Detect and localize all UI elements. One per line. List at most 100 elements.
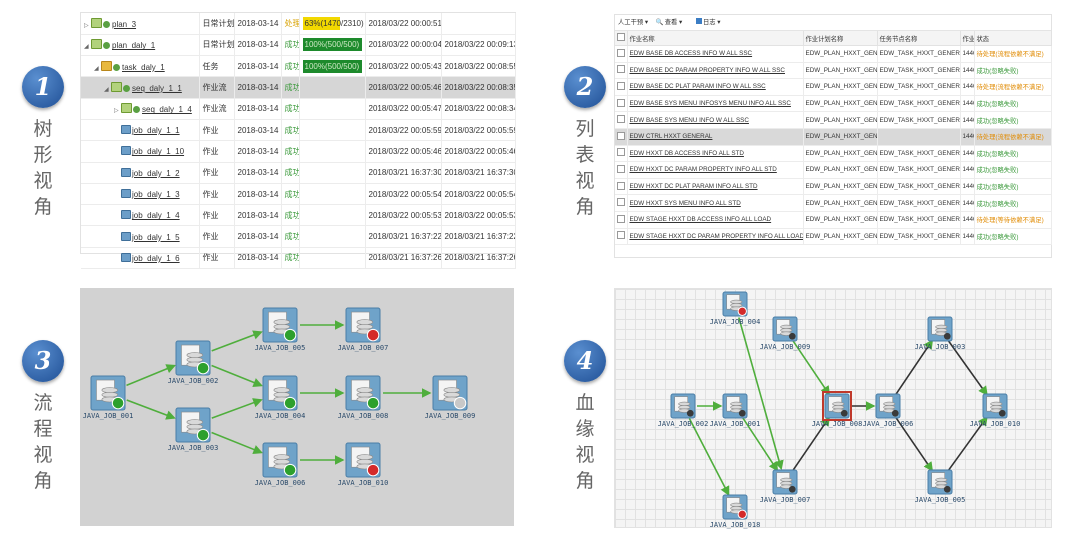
- list-row[interactable]: EDW BASE DC PARAM PROPERTY INFO W ALL SS…: [615, 62, 1052, 80]
- tree-row[interactable]: ▷plan_3日常计划2018-03-14处理中63%(1470/2310)20…: [81, 13, 516, 35]
- log-menu[interactable]: 日志 ▾: [695, 18, 727, 26]
- job-node[interactable]: JAVA_JOB_008: [812, 391, 862, 428]
- job-node[interactable]: JAVA_JOB_003: [915, 316, 965, 351]
- tree-name-cell[interactable]: job_daly_1_2: [81, 162, 200, 184]
- job-name-cell[interactable]: EDW HXXT DC PARAM PROPERTY INFO ALL STD: [627, 161, 804, 179]
- row-checkbox[interactable]: [617, 148, 625, 157]
- tree-node-link[interactable]: job_daly_1_4: [132, 211, 180, 221]
- row-checkbox[interactable]: [617, 181, 625, 190]
- job-node[interactable]: JAVA_JOB_010: [338, 442, 388, 487]
- job-name-cell[interactable]: EDW HXXT DB ACCESS INFO ALL STD: [627, 145, 804, 163]
- job-node[interactable]: JAVA_JOB_004: [255, 375, 305, 420]
- expand-icon[interactable]: ▷: [114, 108, 119, 115]
- job-name-link[interactable]: EDW BASE DC PARAM PROPERTY INFO W ALL SS…: [629, 66, 785, 74]
- job-name-link[interactable]: EDW BASE DB ACCESS INFO W ALL SSC: [629, 50, 753, 58]
- list-row[interactable]: EDW CTRL HXXT GENERALEDW_PLAN_HXXT_GENER…: [615, 128, 1052, 146]
- tree-node-link[interactable]: task_daly_1: [122, 62, 165, 72]
- job-node[interactable]: JAVA_JOB_006: [863, 393, 913, 428]
- row-checkbox[interactable]: [617, 115, 625, 124]
- tree-node-link[interactable]: job_daly_1_6: [132, 253, 180, 263]
- row-checkbox[interactable]: [617, 131, 625, 140]
- tree-name-cell[interactable]: job_daly_1_6: [81, 247, 200, 270]
- tree-node-link[interactable]: job_daly_1_10: [132, 147, 185, 157]
- job-node[interactable]: JAVA_JOB_001: [83, 375, 133, 420]
- tree-name-cell[interactable]: ◢ task_daly_1: [81, 55, 200, 78]
- job-node[interactable]: JAVA_JOB_010: [970, 393, 1020, 428]
- job-name-cell[interactable]: EDW STAGE HXXT DB ACCESS INFO ALL LOAD: [627, 211, 804, 229]
- tree-node-link[interactable]: seq_daly_1_1: [132, 84, 182, 94]
- tree-name-cell[interactable]: job_daly_1_3: [81, 183, 200, 206]
- row-checkbox-cell[interactable]: [615, 111, 628, 129]
- tree-name-cell[interactable]: job_daly_1_4: [81, 204, 200, 227]
- job-node[interactable]: JAVA_JOB_003: [168, 407, 218, 452]
- row-checkbox[interactable]: [617, 81, 625, 90]
- job-name-cell[interactable]: EDW BASE DC PLAT PARAM INFO W ALL SSC: [627, 78, 804, 96]
- job-name-link[interactable]: EDW STAGE HXXT DB ACCESS INFO ALL LOAD: [629, 216, 772, 224]
- tree-name-cell[interactable]: ▷seq_daly_1_4: [81, 98, 200, 120]
- job-node[interactable]: JAVA_JOB_009: [425, 375, 475, 420]
- job-name-cell[interactable]: EDW BASE DB ACCESS INFO W ALL SSC: [627, 45, 804, 63]
- job-name-link[interactable]: EDW STAGE HXXT DC PARAM PROPERTY INFO AL…: [629, 232, 803, 240]
- tree-name-cell[interactable]: job_daly_1_10: [81, 140, 200, 163]
- row-checkbox-cell[interactable]: [615, 161, 628, 179]
- collapse-icon[interactable]: ◢: [104, 87, 109, 94]
- job-node[interactable]: JAVA_JOB_002: [658, 393, 708, 428]
- job-node[interactable]: JAVA_JOB_005: [915, 469, 965, 504]
- job-node[interactable]: JAVA_JOB_007: [760, 469, 810, 504]
- job-node[interactable]: JAVA_JOB_004: [710, 291, 760, 326]
- row-checkbox[interactable]: [617, 214, 625, 223]
- column-header[interactable]: 任务节点名称: [877, 31, 961, 46]
- tree-node-link[interactable]: plan_3: [112, 19, 137, 29]
- row-checkbox-cell[interactable]: [615, 194, 628, 212]
- manual-intervention-menu[interactable]: 人工干预 ▾: [618, 19, 649, 26]
- row-checkbox-cell[interactable]: [615, 211, 628, 229]
- tree-name-cell[interactable]: job_daly_1_1: [81, 119, 200, 142]
- row-checkbox-cell[interactable]: [615, 178, 628, 196]
- row-checkbox-cell[interactable]: [615, 78, 628, 96]
- list-row[interactable]: EDW BASE SYS MENU INFOSYS MENU INFO ALL …: [615, 95, 1052, 113]
- tree-name-cell[interactable]: ◢ seq_daly_1_1: [81, 76, 200, 99]
- tree-name-cell[interactable]: job_daly_1_5: [81, 225, 200, 248]
- column-header[interactable]: 作业名称: [627, 31, 804, 46]
- job-node[interactable]: JAVA_JOB_018: [710, 494, 760, 529]
- collapse-icon[interactable]: ◢: [94, 65, 99, 72]
- tree-name-cell[interactable]: ◢ plan_daly_1: [81, 34, 200, 57]
- job-name-cell[interactable]: EDW BASE SYS MENU INFO W ALL SSC: [627, 111, 804, 129]
- column-header[interactable]: 状态: [974, 31, 1052, 46]
- row-checkbox-cell[interactable]: [615, 95, 628, 113]
- row-checkbox-cell[interactable]: [615, 128, 628, 146]
- list-row[interactable]: EDW STAGE HXXT DC PARAM PROPERTY INFO AL…: [615, 228, 1052, 246]
- tree-node-link[interactable]: job_daly_1_1: [132, 126, 180, 136]
- job-name-link[interactable]: EDW HXXT DC PLAT PARAM INFO ALL STD: [629, 183, 758, 191]
- collapse-icon[interactable]: ◢: [84, 44, 89, 51]
- job-node[interactable]: JAVA_JOB_009: [760, 316, 810, 351]
- view-menu[interactable]: 🔍查看 ▾: [656, 19, 688, 26]
- job-name-link[interactable]: EDW BASE DC PLAT PARAM INFO W ALL SSC: [629, 83, 766, 91]
- row-checkbox-cell[interactable]: [615, 62, 628, 80]
- job-name-cell[interactable]: EDW STAGE HXXT DC PARAM PROPERTY INFO AL…: [627, 228, 804, 246]
- row-checkbox[interactable]: [617, 164, 625, 173]
- row-checkbox-cell[interactable]: [615, 45, 628, 63]
- row-checkbox-cell[interactable]: [615, 228, 628, 246]
- row-checkbox[interactable]: [617, 65, 625, 74]
- job-name-cell[interactable]: EDW HXXT DC PLAT PARAM INFO ALL STD: [627, 178, 804, 196]
- tree-name-cell[interactable]: ▷plan_3: [81, 13, 200, 35]
- row-checkbox[interactable]: [617, 98, 625, 107]
- tree-node-link[interactable]: plan_daly_1: [112, 41, 156, 51]
- job-node[interactable]: JAVA_JOB_006: [255, 442, 305, 487]
